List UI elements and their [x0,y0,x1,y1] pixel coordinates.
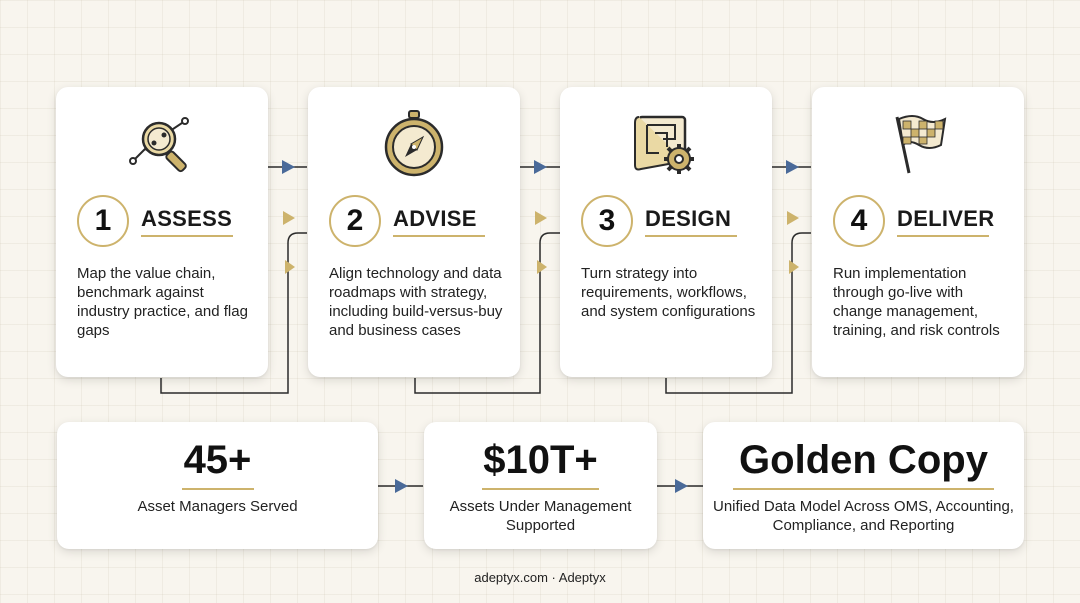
stat-value: 45+ [183,438,252,482]
step-card-design: 3 DESIGN Turn strategy into requirements… [560,87,772,377]
step-number: 1 [77,195,129,247]
analytics-magnifier-icon [56,109,268,179]
step-title: DELIVER [897,206,995,231]
gold-arrow-icon [283,211,295,225]
footer-credit: adeptyx.com · Adeptyx [474,570,606,585]
stat-value: $10T+ [483,438,598,482]
checkered-flag-icon [812,109,1024,179]
step-card-advise: 2 ADVISE Align technology and data roadm… [308,87,520,377]
compass-icon [308,109,520,179]
title-underline [141,235,233,237]
stat-underline [182,488,254,490]
stat-card-golden-copy: Golden Copy Unified Data Model Across OM… [703,422,1024,549]
title-underline [897,235,989,237]
stat-label: Unified Data Model Across OMS, Accountin… [713,498,1014,534]
flow-arrow-icon [395,479,408,493]
flow-arrow-icon [675,479,688,493]
flow-arrow-icon [282,160,295,174]
step-title: ASSESS [141,206,233,231]
stat-underline [733,488,994,490]
step-card-assess: 1 ASSESS Map the value chain, benchmark … [56,87,268,377]
step-description: Turn strategy into requirements, workflo… [581,265,756,320]
gold-arrow-icon [537,260,547,274]
step-number: 2 [329,195,381,247]
step-number: 4 [833,195,885,247]
step-title: ADVISE [393,206,477,231]
step-card-deliver: 4 DELIVER Run implementation through go-… [812,87,1024,377]
stat-card-managers: 45+ Asset Managers Served [57,422,378,549]
title-underline [645,235,737,237]
gold-arrow-icon [789,260,799,274]
gold-arrow-icon [535,211,547,225]
title-underline [393,235,485,237]
step-title: DESIGN [645,206,732,231]
step-number: 3 [581,195,633,247]
stat-value: Golden Copy [739,438,988,482]
gold-arrow-icon [787,211,799,225]
stat-underline [482,488,599,490]
stat-label: Asset Managers Served [137,498,298,515]
step-description: Align technology and data roadmaps with … [329,265,503,339]
step-description: Run implementation through go-live with … [833,265,1000,339]
blueprint-gear-icon [560,109,772,179]
stat-card-aum: $10T+ Assets Under Management Supported [424,422,657,549]
stat-label: Assets Under Management Supported [449,498,632,534]
flow-arrow-icon [786,160,799,174]
gold-arrow-icon [285,260,295,274]
step-description: Map the value chain, benchmark against i… [77,265,248,339]
flow-arrow-icon [534,160,547,174]
